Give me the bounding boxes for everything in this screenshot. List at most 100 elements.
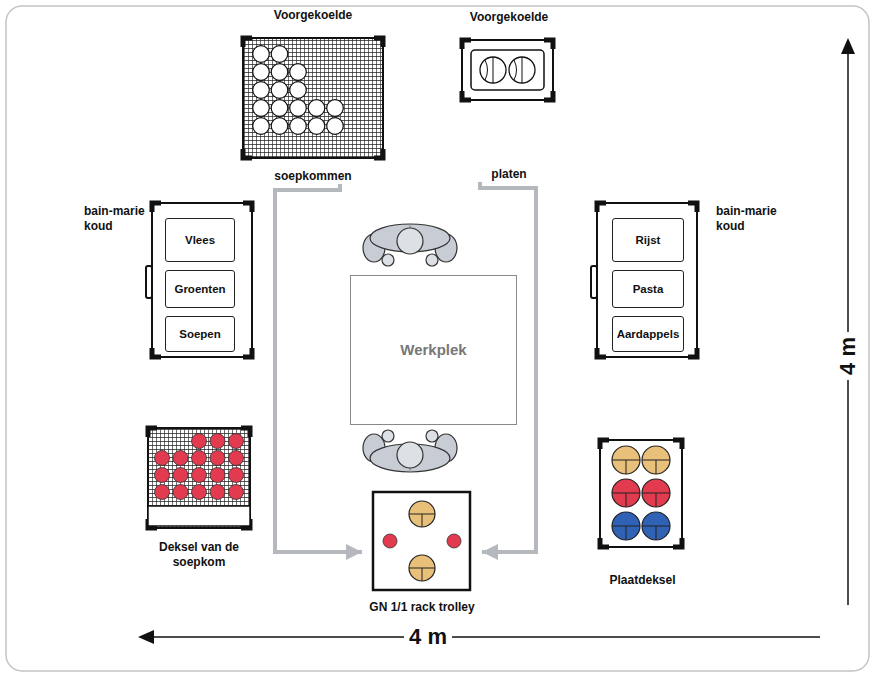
worker-hand [382,430,394,442]
bowl-lid [229,485,244,500]
container-label: Groenten [174,282,225,296]
rack-trolley: GN 1/1 rack trolley [362,490,482,615]
plate-cover [642,512,670,540]
food-container: Soepen [165,316,235,352]
plate-cover [409,501,435,527]
equipment-label: bain-marie koud [84,204,156,234]
bowl-lid [192,468,207,483]
bowl-lid [155,485,170,500]
rack-corner [597,203,606,212]
rack-corner [152,203,161,212]
soup-bowl [253,82,270,99]
rack-frame [462,40,553,100]
soup-bowl-lid [383,534,397,548]
bowl-lid [210,434,225,449]
plate [509,57,535,83]
plate-line [485,57,493,83]
rack-corner [374,149,383,158]
rack-corner [544,40,553,49]
soup-bowl [327,118,344,135]
container-label: Soepen [179,327,221,341]
dimension-line [847,52,849,605]
rack-trolley-drawing [362,490,482,615]
bowl-lid [210,468,225,483]
bowl-lid [155,451,170,466]
trolley-frame [373,492,470,590]
soup-bowl [271,64,288,81]
rack-corner [544,91,553,100]
equipment-label: Plaatdeksel [609,573,675,588]
worker-figure [363,224,457,266]
equipment-label: Werkplek [400,341,466,360]
rack-corner [374,38,383,47]
plate-cover [642,479,670,507]
soup-bowl [271,46,288,63]
soup-bowl [271,100,288,117]
equipment-label: GN 1/1 rack trolley [369,600,474,615]
soup-bowl [290,118,307,135]
plate-tray [471,50,544,90]
rack-corner [243,203,252,212]
food-container: Rijst [612,218,684,262]
plate-cover-line [612,493,640,507]
rack-corner [148,428,157,437]
plate-cover [612,479,640,507]
rack-corner [462,91,471,100]
rack-shelf [148,506,250,526]
worker-hand [382,254,394,266]
dimension-arrowhead [841,38,855,54]
container-label: Vlees [185,233,215,247]
worker-hand [426,254,438,266]
plate-lid-rack-drawing [590,438,695,588]
plate-line [514,57,522,83]
soup-bowl [253,118,270,135]
room-outline [6,6,869,671]
container-label: Aardappels [617,327,680,341]
container-label: Pasta [633,282,664,296]
rack-corner [673,538,682,547]
plate-cover-line [409,568,435,581]
rack-corner [600,538,609,547]
bowl-lid [173,451,188,466]
dimension-line [152,636,820,638]
rack-corner [673,440,682,449]
soup-bowl [327,100,344,117]
soup-bowl [290,64,307,81]
bowl-lid [210,485,225,500]
plate-cover-line [642,460,670,474]
bowl-lid [229,434,244,449]
dimension-label: 4 m [404,625,452,649]
bowl-lid [229,468,244,483]
equipment-label: soepkommen [274,169,351,184]
equipment-label: Voorgekoelde [274,8,352,23]
rack-frame [148,428,250,528]
worker-head [397,228,423,254]
equipment-label: bain-marie koud [716,204,788,234]
bowl-lid [173,485,188,500]
food-container: Groenten [165,270,235,308]
soup-bowl [253,100,270,117]
rack-corner [243,38,252,47]
bowl-rack-drawing [236,8,390,184]
soup-bowl-lid [447,534,461,548]
plate [480,57,506,83]
flow-arrow [275,184,362,552]
food-container: Pasta [612,270,684,308]
soup-bowl [308,118,325,135]
equipment-label: platen [491,167,526,182]
rack-corner [688,348,697,357]
bowl-lid [229,451,244,466]
bowl-lid [192,485,207,500]
bowl-rack: Voorgekoelde soepkommen [236,8,390,184]
plate-rack-drawing [455,10,563,182]
soup-bowl [253,64,270,81]
rack-corner [152,348,161,357]
soup-bowl [290,100,307,117]
bowl-lid [155,468,170,483]
container-label: Rijst [636,233,661,247]
plate-rack: Voorgekoeldeplaten [455,10,563,182]
food-container: Vlees [165,218,235,262]
food-container: Aardappels [612,316,685,352]
